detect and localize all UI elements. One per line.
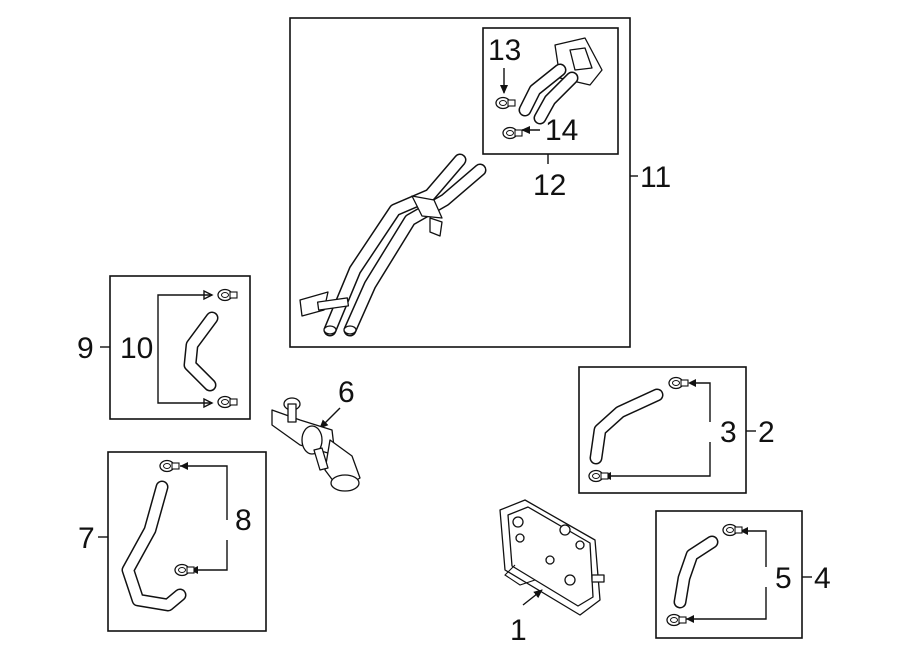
hose-4-icon [673,535,719,609]
callout-3: 3 [720,416,737,449]
clamp-13-icon [495,96,516,110]
heater-pipe-icon [299,153,487,337]
clamp-9a-icon [217,288,238,302]
box-12 [482,27,619,155]
box-11 [289,17,631,348]
callout-2: 2 [758,416,775,449]
group-7-hose: 7 8 [78,451,267,632]
hose-9-icon [183,311,219,392]
clamp-2a-icon [668,376,689,390]
callout-12: 12 [533,169,566,202]
callout-4: 4 [814,562,831,595]
callout-13: 13 [488,34,521,67]
clamp-4b-icon [666,613,687,627]
callout-1: 1 [510,614,527,647]
group-2-hose: 2 3 [578,366,775,494]
valve-icon [271,397,361,492]
box-2 [578,366,747,494]
group-4-hose: 4 5 [655,510,831,639]
clamp-14-icon [502,126,523,140]
callout-11: 11 [640,161,671,194]
callout-9: 9 [77,332,94,365]
box-7 [107,451,267,632]
callout-10: 10 [120,332,153,365]
group-9-hose: 9 10 [77,275,251,420]
box-4 [655,510,803,639]
clamp-4a-icon [722,523,743,537]
connector-hose-icon [518,37,603,125]
oil-cooler-icon [499,499,605,616]
group-11-heater-pipe: 11 12 13 14 [289,17,671,348]
callout-14: 14 [545,114,578,147]
callout-8: 8 [235,504,252,537]
clamp-7b-icon [174,563,195,577]
clamp-7a-icon [159,459,180,473]
hose-7-icon [121,480,187,612]
callout-5: 5 [775,562,792,595]
callout-6: 6 [338,376,355,409]
part-1-oil-cooler: 1 [499,499,605,647]
clamp-2b-icon [588,469,609,483]
part-6-valve: 6 [271,376,361,492]
hose-2-icon [589,388,664,465]
clamp-9b-icon [217,395,238,409]
callout-7: 7 [78,522,95,555]
